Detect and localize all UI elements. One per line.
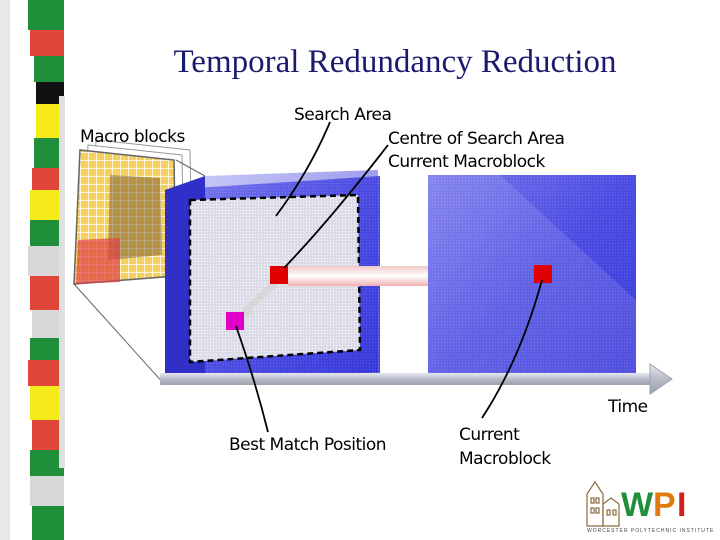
best-match-block bbox=[226, 312, 244, 330]
logo-subtitle: WORCESTER POLYTECHNIC INSTITUTE bbox=[587, 528, 714, 534]
leader-lines bbox=[235, 121, 543, 433]
current-macroblock bbox=[534, 265, 552, 283]
label-time: Time bbox=[607, 397, 648, 417]
label-current-macroblock-top: Current Macroblock bbox=[388, 152, 545, 172]
label-macroblock: Macroblock bbox=[459, 449, 551, 469]
current-frame bbox=[428, 175, 636, 385]
label-macro-blocks: Macro blocks bbox=[80, 127, 185, 147]
wpi-logo-icon: W P I WORCESTER POLYTECHNIC INSTITUTE bbox=[586, 480, 714, 534]
search-centre-block bbox=[270, 266, 288, 284]
connection-tube bbox=[288, 266, 428, 286]
label-search-area: Search Area bbox=[294, 105, 391, 125]
wpi-building-icon bbox=[586, 480, 620, 527]
label-centre-of-search-area: Centre of Search Area bbox=[388, 129, 564, 149]
label-best-match-position: Best Match Position bbox=[229, 435, 386, 455]
label-current: Current bbox=[459, 425, 520, 445]
logo-letter-p: P bbox=[653, 486, 676, 524]
strip-blocks bbox=[28, 0, 64, 540]
slide-title: Temporal Redundancy Reduction bbox=[173, 44, 617, 80]
time-arrow-icon bbox=[160, 363, 673, 395]
logo-letter-w: W bbox=[621, 486, 654, 524]
logo-letter-i: I bbox=[677, 486, 686, 524]
